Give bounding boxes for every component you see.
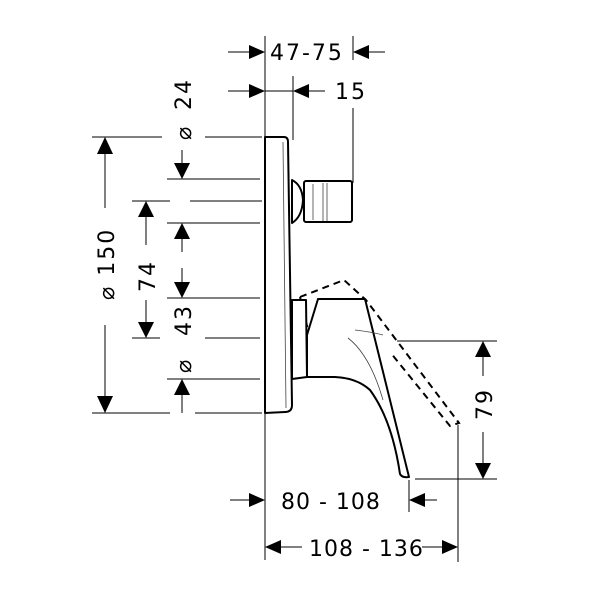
dimension-label-spout-reach-short: 80 - 108 bbox=[281, 490, 381, 515]
diameter-symbol-spout: ⌀ bbox=[172, 358, 197, 373]
dimension-spout-diameter bbox=[174, 268, 190, 413]
spout-lever bbox=[306, 298, 410, 479]
dimension-label-spout-height: 79 bbox=[473, 388, 498, 420]
dimension-label-spout-diameter: 43 bbox=[172, 304, 197, 336]
dimension-label-projection: 47-75 bbox=[270, 41, 344, 66]
dimension-label-plate-diameter: ⌀ 150 bbox=[95, 228, 120, 300]
spout-contour-line-2 bbox=[354, 329, 384, 336]
dimension-knob-offset bbox=[228, 84, 325, 98]
dimension-label-spout-reach-long: 108 - 136 bbox=[309, 537, 424, 562]
dimension-spout-height bbox=[397, 340, 497, 480]
diameter-symbol-knob: ⌀ bbox=[172, 125, 197, 140]
horizontal-extension-lines bbox=[92, 136, 262, 414]
wall-plate bbox=[264, 136, 293, 414]
dimension-label-center-distance: 74 bbox=[136, 260, 161, 292]
dimension-plate-diameter bbox=[97, 137, 113, 413]
dimension-label-knob-offset: 15 bbox=[335, 80, 367, 105]
lever-alternate-position bbox=[299, 278, 461, 428]
dimension-center-distance bbox=[138, 201, 154, 338]
dimension-label-knob-diameter: 24 bbox=[172, 78, 197, 110]
diverter-knob bbox=[291, 179, 353, 224]
lever-base bbox=[291, 299, 308, 380]
dimension-spout-reach-long bbox=[265, 540, 458, 554]
dimension-knob-diameter bbox=[174, 150, 190, 252]
dimension-projection bbox=[228, 45, 385, 59]
spout-contour-line bbox=[347, 337, 384, 401]
dimension-spout-reach-short bbox=[230, 493, 437, 507]
